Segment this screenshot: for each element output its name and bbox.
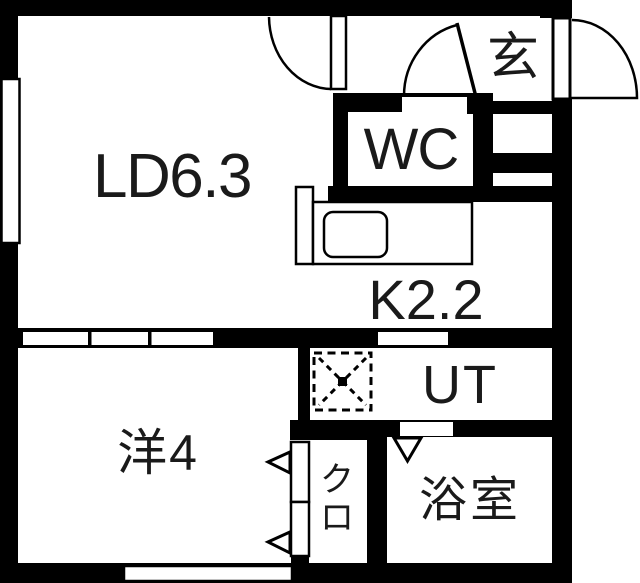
room-label-entrance: 玄 bbox=[486, 29, 540, 87]
window-bottom bbox=[122, 564, 294, 583]
window-left bbox=[0, 77, 21, 245]
shoe-cabinet-top-bar bbox=[493, 153, 553, 173]
wall-top-right-corner bbox=[540, 0, 572, 18]
closet-door-panel-2 bbox=[289, 500, 311, 558]
door-kitchen-utility-opening bbox=[378, 332, 448, 345]
wc-door-leaf bbox=[455, 22, 478, 98]
washer-pan-center bbox=[338, 377, 347, 386]
wall-closet-bottom-chunk bbox=[291, 556, 309, 565]
partition-divider-2 bbox=[148, 332, 152, 345]
room-label-utility: UT bbox=[422, 355, 498, 415]
wc-door-arc bbox=[402, 23, 458, 97]
closet-door-arrow-1 bbox=[264, 449, 292, 476]
wall-wc-bottom bbox=[328, 186, 553, 202]
washer-pan bbox=[312, 351, 373, 412]
wall-top bbox=[0, 0, 572, 16]
closet-door-arrow-2 bbox=[264, 529, 292, 556]
kitchen-sink bbox=[322, 210, 389, 259]
wall-ut-left bbox=[298, 345, 310, 437]
ld-door-leaf bbox=[329, 14, 348, 91]
room-label-closet: ク ロ bbox=[320, 461, 354, 537]
entrance-door-arc bbox=[571, 18, 639, 100]
partition-divider-1 bbox=[88, 332, 92, 345]
closet-label-char-1: ク bbox=[320, 460, 354, 499]
bath-door-arrow bbox=[391, 436, 424, 464]
ld-door-arc bbox=[267, 16, 332, 91]
kitchen-counter-back bbox=[294, 185, 315, 266]
room-label-kitchen: K2.2 bbox=[368, 268, 484, 331]
wall-entrance-bottom bbox=[467, 101, 572, 114]
door-utility-bath-opening bbox=[400, 422, 453, 436]
room-label-western-room: 洋4 bbox=[117, 425, 199, 481]
entrance-door-leaf bbox=[551, 16, 572, 101]
wall-closet-top bbox=[290, 420, 387, 440]
room-label-bathroom: 浴室 bbox=[418, 474, 522, 527]
room-label-living-dining: LD6.3 bbox=[93, 142, 252, 211]
closet-label-char-2: ロ bbox=[320, 499, 354, 537]
wall-wc-right bbox=[473, 93, 493, 202]
closet-door-panel-1 bbox=[289, 440, 311, 504]
wall-bath-left bbox=[367, 420, 387, 563]
shoe-cabinet-slot bbox=[493, 173, 552, 186]
wall-wc-left bbox=[333, 93, 348, 202]
door-wc-opening bbox=[402, 97, 467, 112]
room-label-toilet: WC bbox=[363, 117, 460, 182]
partition-ld-western bbox=[23, 332, 213, 345]
